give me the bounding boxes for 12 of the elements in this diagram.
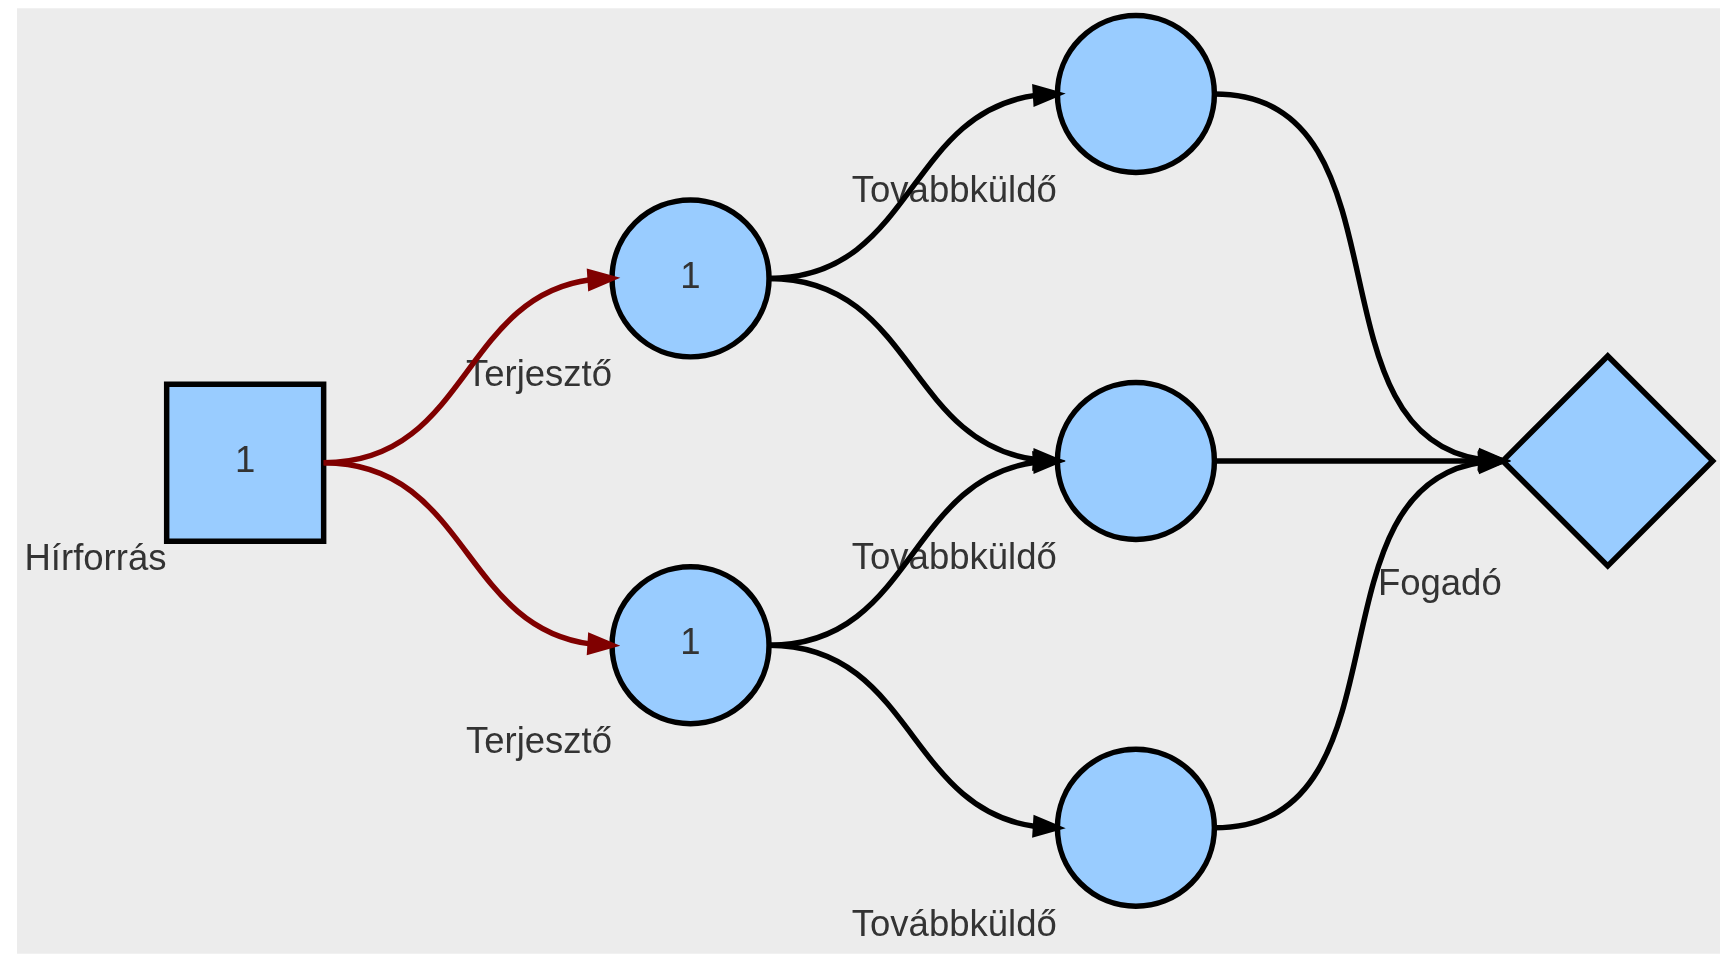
node-circle: 1 [608,197,772,360]
node-label: Továbbküldő [851,902,1057,944]
arrow [322,460,620,656]
node-label: Fogadó [1377,562,1502,604]
node-circle: 1 [608,564,772,727]
node-circle [1054,746,1217,910]
node-circle [1054,12,1217,176]
arrow [768,450,1066,648]
node-box: 1 [163,381,326,544]
arrow [768,642,1066,838]
node-circle [1054,379,1217,543]
node-label: Hírforrás [24,537,166,579]
